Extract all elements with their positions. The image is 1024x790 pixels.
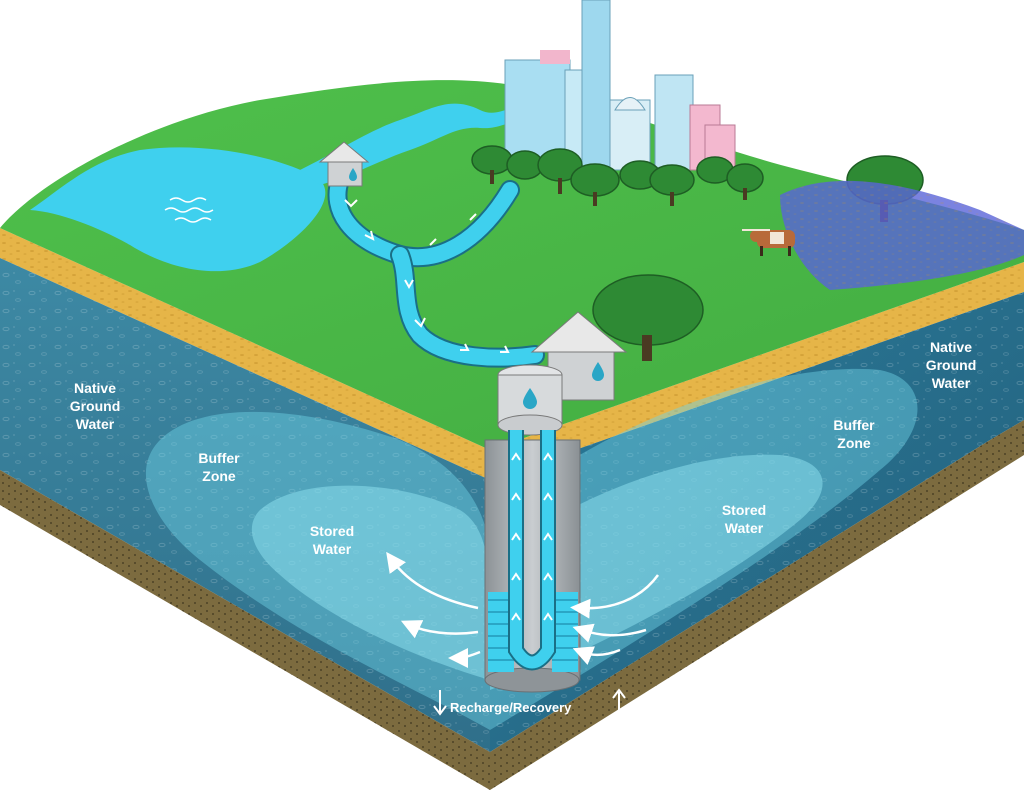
svg-text:Native: Native xyxy=(930,339,972,355)
svg-text:Ground: Ground xyxy=(70,398,121,414)
flow-arrow-icon xyxy=(511,452,553,621)
tree-grove xyxy=(471,145,924,361)
label-buffer-zone-left: Buffer Zone xyxy=(198,450,240,484)
wellhead-tank xyxy=(497,364,563,436)
svg-text:Recharge/Recovery: Recharge/Recovery xyxy=(450,700,572,715)
recharge-flow-arrows xyxy=(386,551,660,668)
svg-text:Stored: Stored xyxy=(722,502,766,518)
label-recharge-recovery: Recharge/Recovery xyxy=(433,688,626,716)
down-arrow-icon xyxy=(433,690,447,716)
up-arrow-icon xyxy=(612,688,626,714)
city-skyline xyxy=(504,0,736,171)
svg-text:Water: Water xyxy=(313,541,352,557)
label-stored-water-right: Stored Water xyxy=(722,502,766,536)
water-drop-icon xyxy=(592,362,604,381)
svg-text:Water: Water xyxy=(725,520,764,536)
flow-arrow-icon xyxy=(344,199,510,353)
svg-text:Native: Native xyxy=(74,380,116,396)
svg-text:Zone: Zone xyxy=(837,435,871,451)
label-stored-water-left: Stored Water xyxy=(310,523,354,557)
svg-text:Buffer: Buffer xyxy=(198,450,240,466)
label-buffer-zone-right: Buffer Zone xyxy=(833,417,875,451)
svg-text:Water: Water xyxy=(932,375,971,391)
svg-text:Stored: Stored xyxy=(310,523,354,539)
svg-text:Water: Water xyxy=(76,416,115,432)
svg-text:Zone: Zone xyxy=(202,468,236,484)
water-drop-icon xyxy=(349,168,357,181)
intake-pipe xyxy=(327,170,545,368)
label-native-ground-water-right: Native Ground Water xyxy=(926,339,977,391)
bluebonnet-field xyxy=(780,180,1024,290)
svg-text:Ground: Ground xyxy=(926,357,977,373)
label-native-ground-water-left: Native Ground Water xyxy=(70,380,121,432)
longhorn-cow xyxy=(742,229,795,256)
intake-house xyxy=(318,141,370,187)
well-shaft xyxy=(484,430,581,693)
svg-text:Buffer: Buffer xyxy=(833,417,875,433)
water-drop-icon xyxy=(523,388,537,409)
